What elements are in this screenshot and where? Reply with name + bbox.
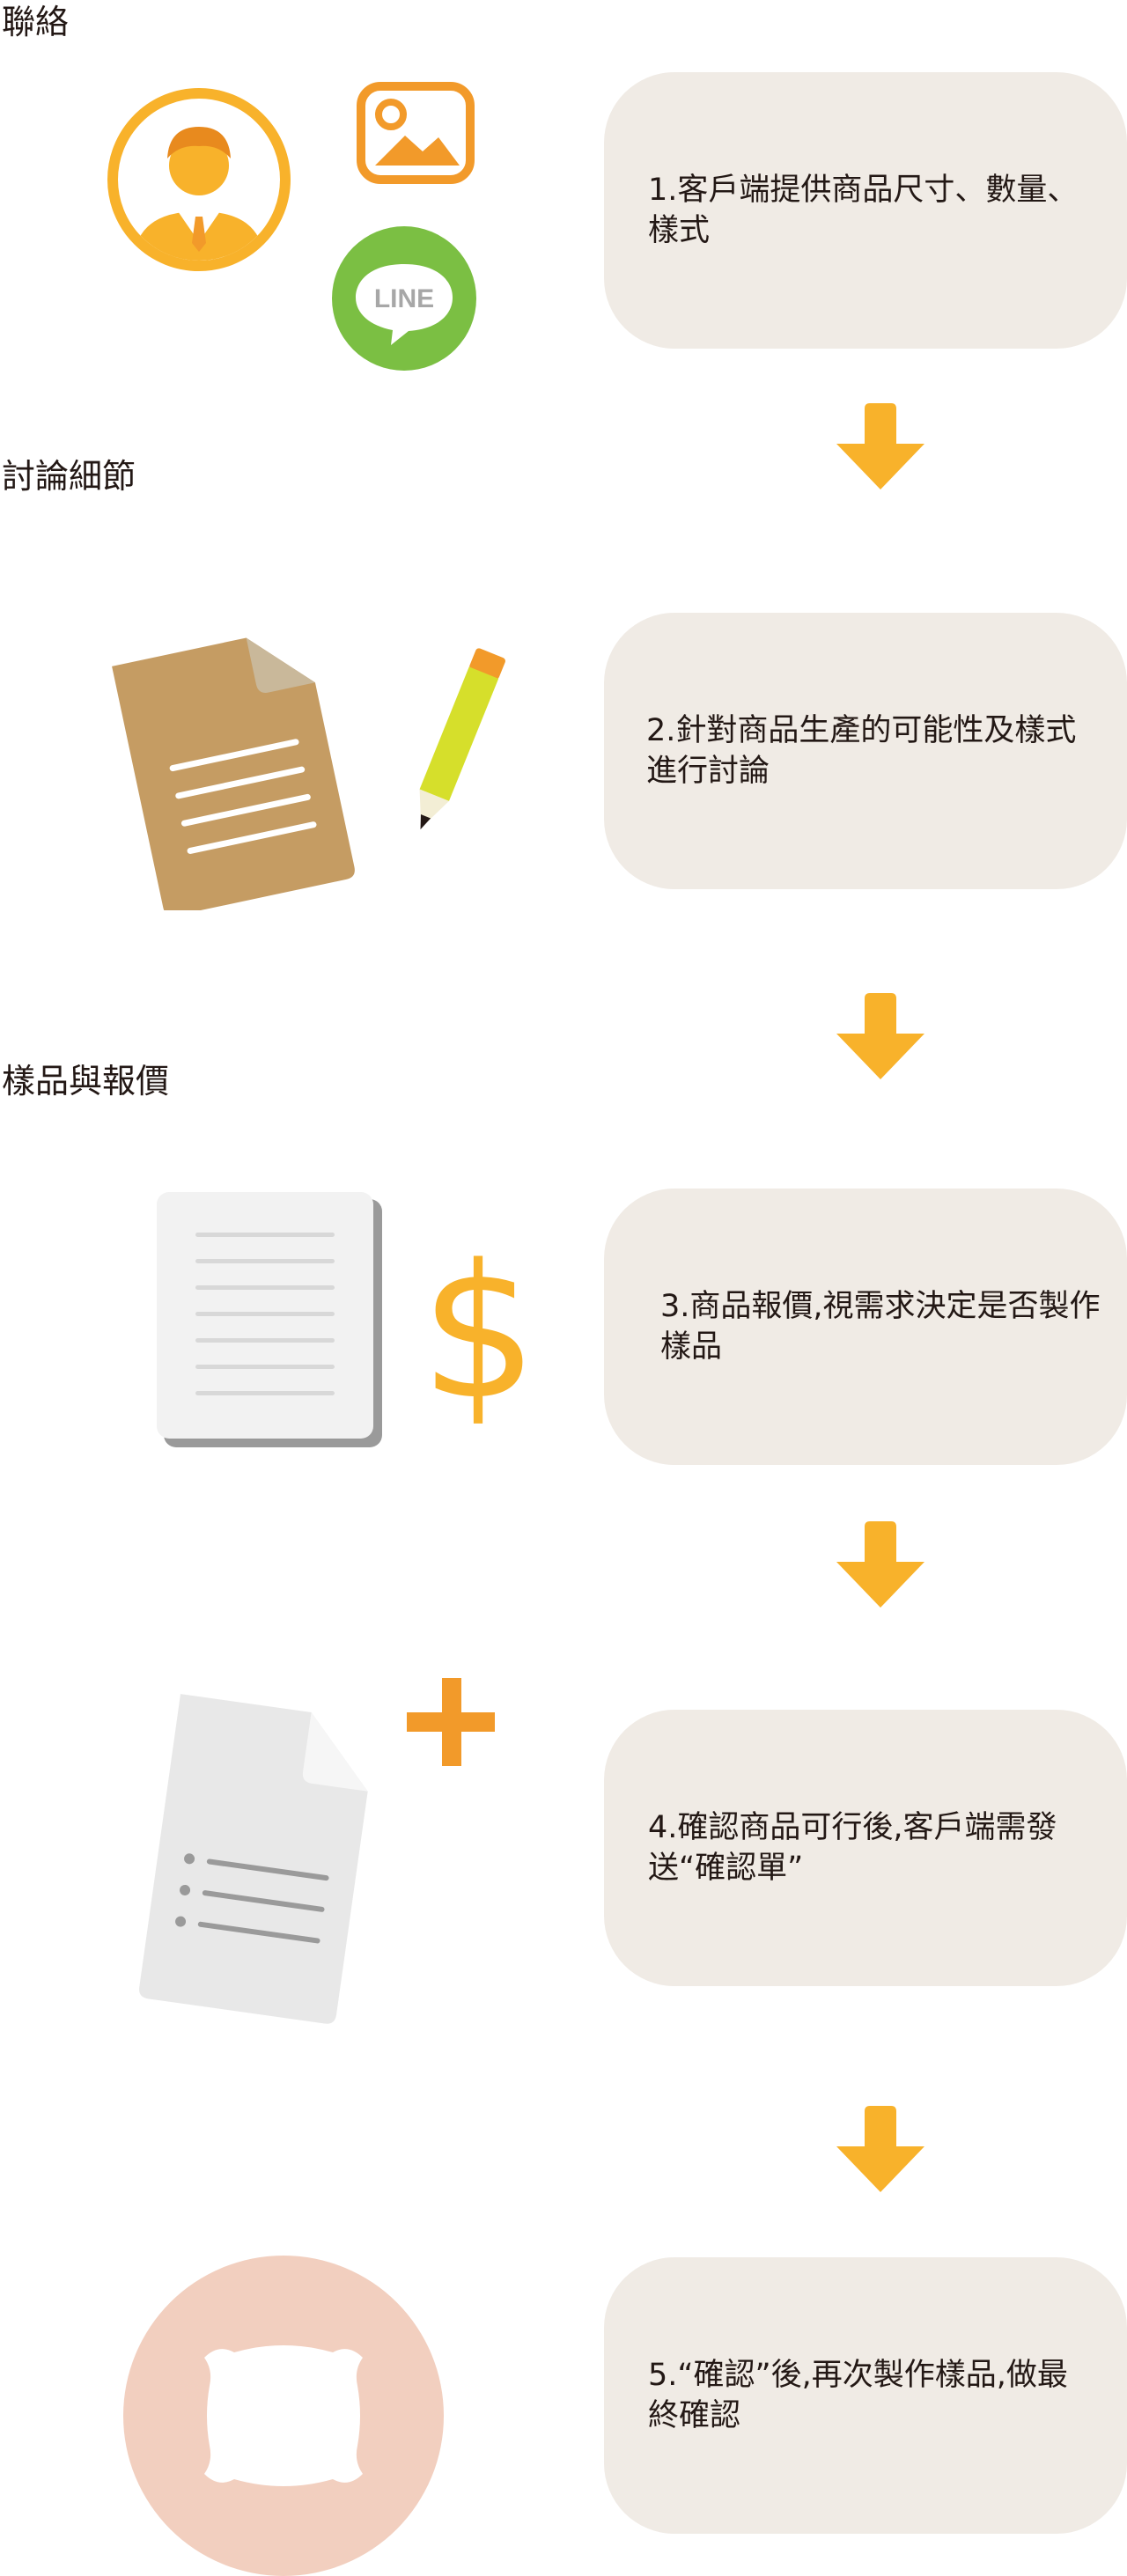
line-label: LINE bbox=[374, 284, 434, 313]
user-avatar-icon bbox=[107, 88, 291, 271]
pillow-icon bbox=[123, 2256, 444, 2576]
new-document-icon bbox=[139, 1694, 368, 2024]
quote-sheet-icon bbox=[157, 1192, 382, 1447]
currency-symbol: $ bbox=[420, 1225, 538, 1435]
pencil-icon bbox=[419, 648, 505, 830]
down-arrow-icon bbox=[836, 1521, 924, 1608]
line-app-icon: LINE bbox=[332, 226, 476, 371]
step-text-5: 5.“確認”後,再次製作樣品,做最終確認 bbox=[648, 2358, 1068, 2433]
plus-icon bbox=[407, 1678, 495, 1766]
section-title-discuss: 討論細節 bbox=[2, 457, 136, 496]
step-text-4: 4.確認商品可行後,客戶端需發送“確認單” bbox=[648, 1810, 1057, 1886]
image-icon bbox=[357, 82, 475, 184]
down-arrow-icon bbox=[836, 2106, 924, 2192]
step-text-1: 1.客戶端提供商品尺寸、數量、樣式 bbox=[648, 173, 1079, 248]
down-arrow-icon bbox=[836, 993, 924, 1079]
section-title-contact: 聯絡 bbox=[2, 3, 70, 41]
step-text-3: 3.商品報價,視需求決定是否製作樣品 bbox=[660, 1289, 1101, 1365]
document-icon bbox=[112, 637, 355, 910]
step-text-2: 2.針對商品生產的可能性及樣式進行討論 bbox=[646, 713, 1077, 789]
step-box-1: 1.客戶端提供商品尺寸、數量、樣式 bbox=[604, 72, 1127, 349]
step-box-2: 2.針對商品生產的可能性及樣式進行討論 bbox=[604, 613, 1127, 889]
down-arrow-icon bbox=[836, 403, 924, 489]
dollar-icon: $ bbox=[420, 1225, 538, 1435]
section-title-sample-quote: 樣品與報價 bbox=[2, 1062, 170, 1100]
step-box-4: 4.確認商品可行後,客戶端需發送“確認單” bbox=[604, 1710, 1127, 1986]
step-box-5: 5.“確認”後,再次製作樣品,做最終確認 bbox=[604, 2257, 1127, 2534]
step-box-3: 3.商品報價,視需求決定是否製作樣品 bbox=[604, 1189, 1127, 1465]
